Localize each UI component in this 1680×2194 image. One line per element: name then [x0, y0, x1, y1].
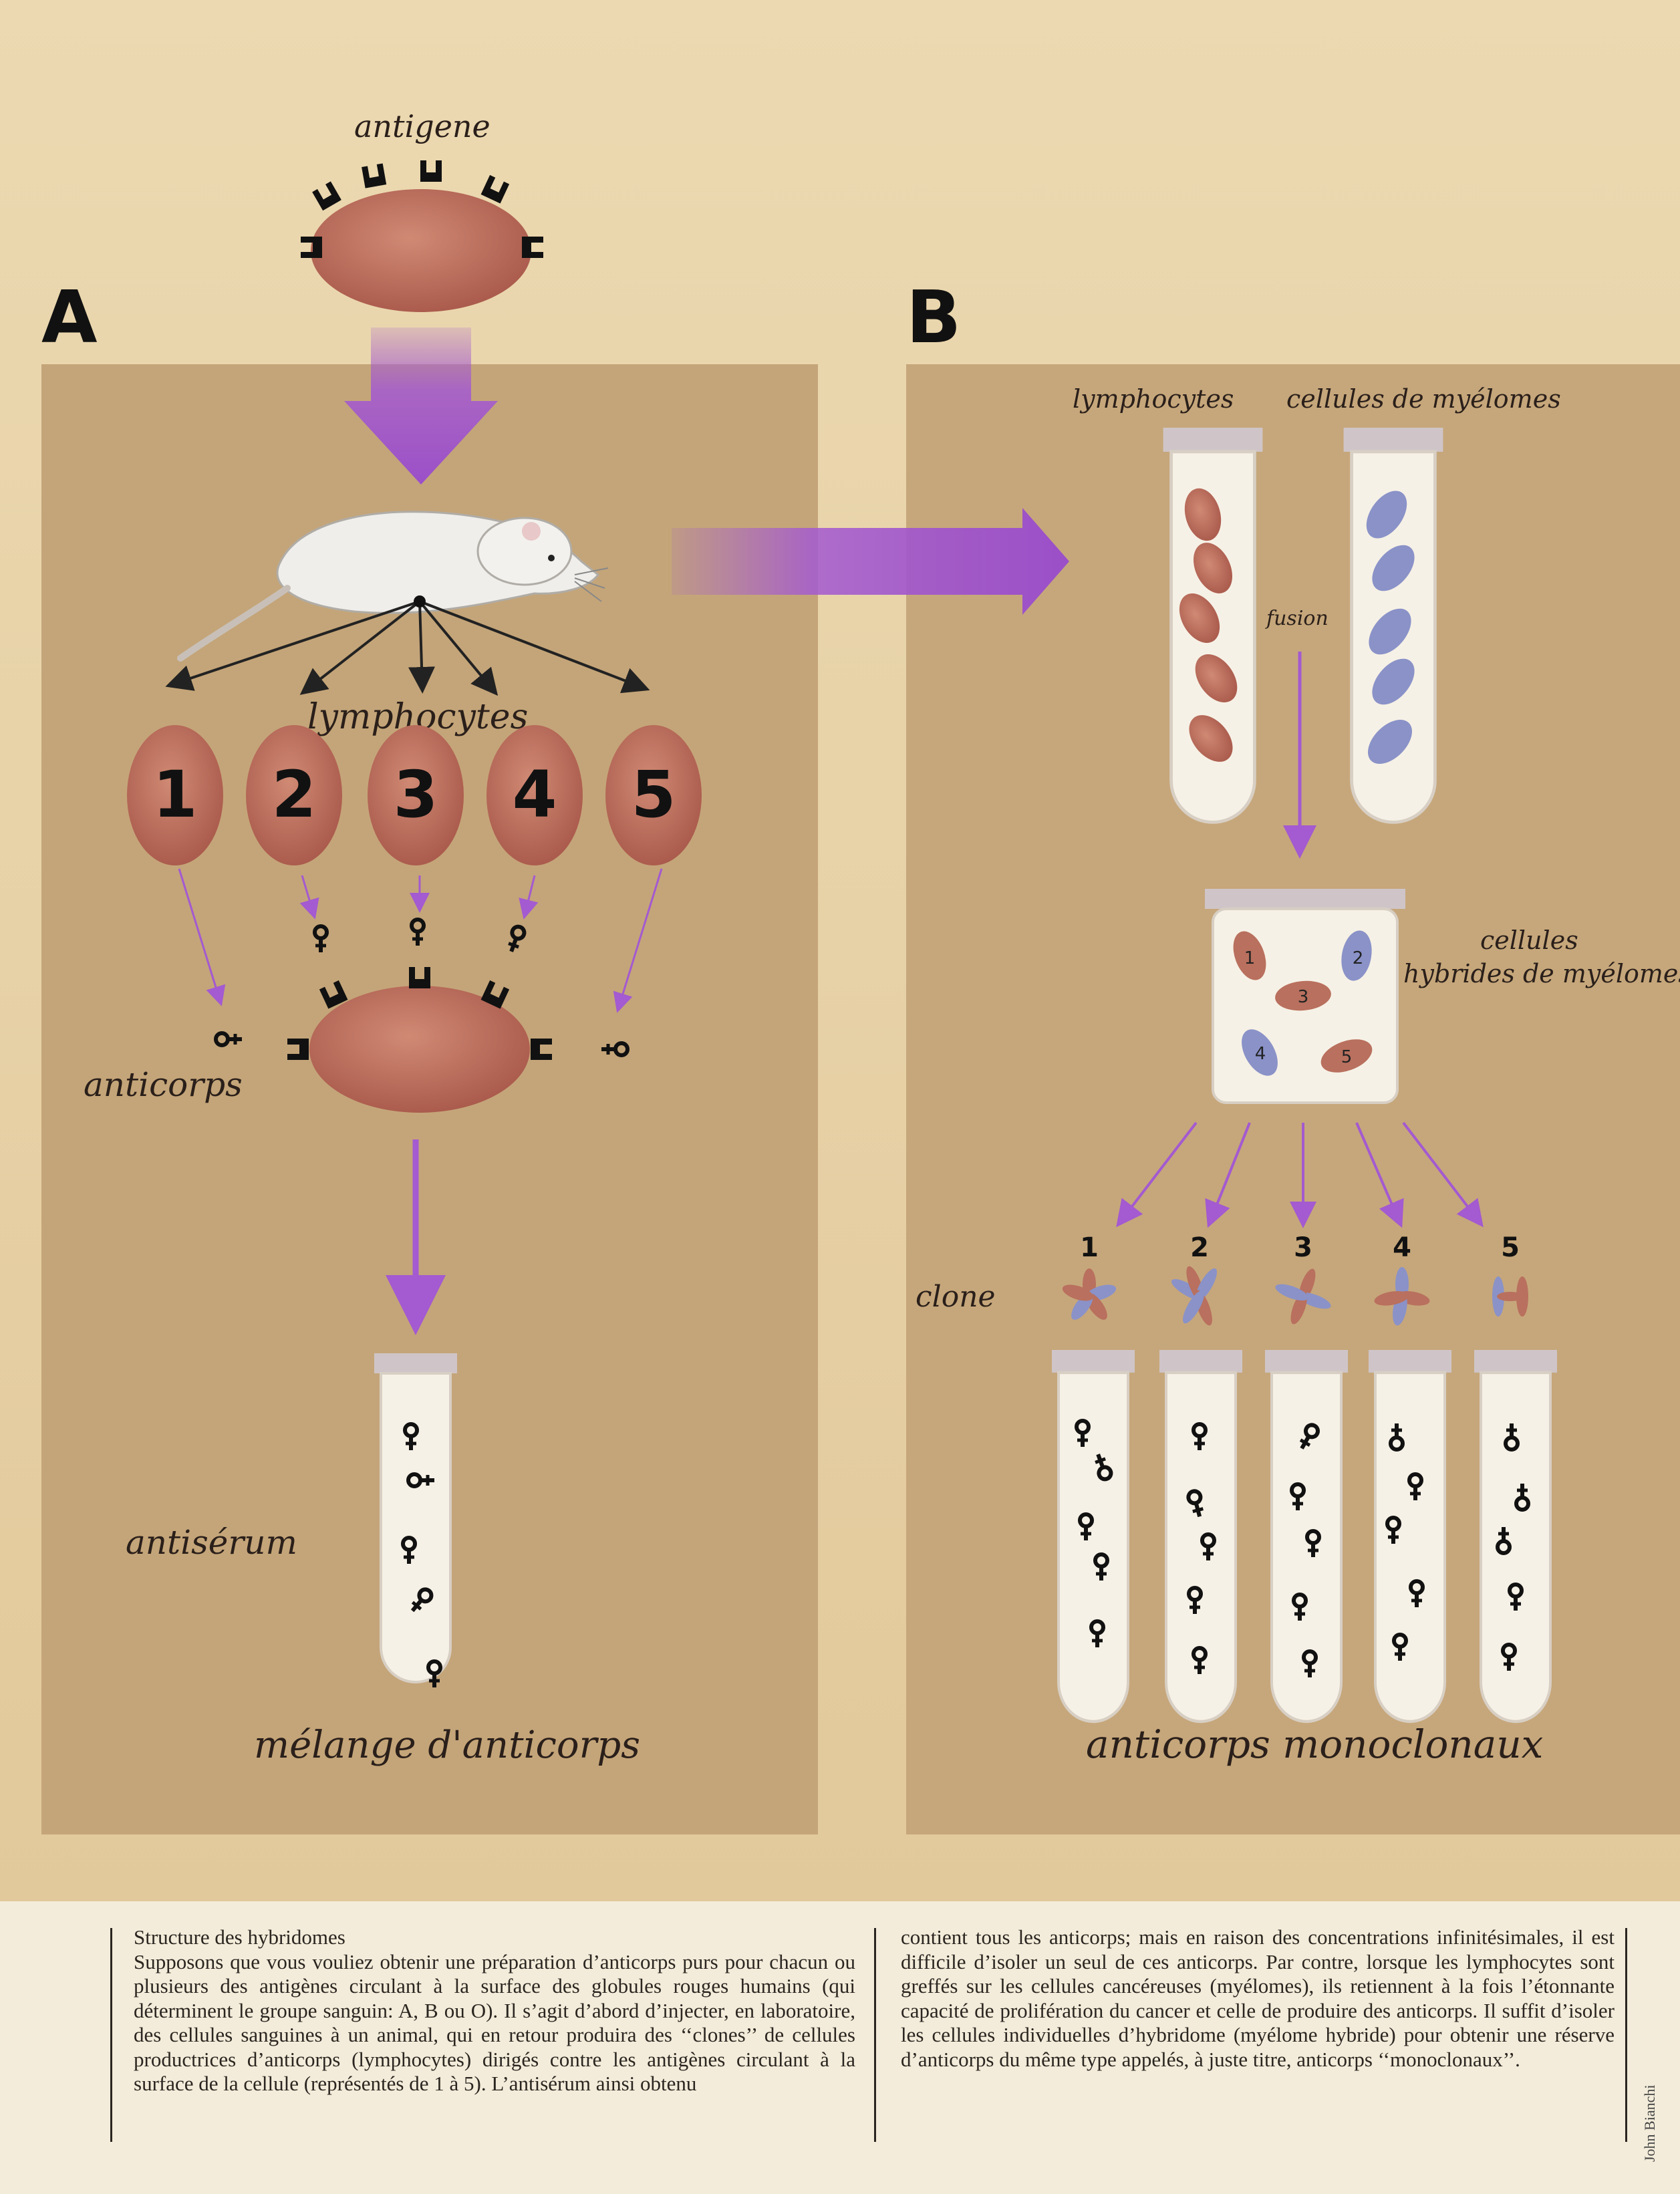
hybrid-cell-number: 4 — [1255, 1044, 1266, 1064]
clone-cluster — [1062, 1268, 1117, 1320]
hybrid-container: 1 2 3 4 5 — [1205, 889, 1405, 1104]
caption-title: Structure des hybridomes — [134, 1925, 345, 1949]
lymphocyte-cells: 1 2 3 4 5 — [127, 725, 702, 865]
caption-text-2: contient tous les anticorps; mais en rai… — [901, 1925, 1615, 2071]
clone-number: 1 — [1080, 1232, 1099, 1263]
caption-text-1: Supposons que vous vouliez obtenir une p… — [134, 1949, 855, 2096]
antiserum-label: antisérum — [126, 1523, 297, 1562]
monoclonal-label: anticorps monoclonaux — [1086, 1722, 1543, 1767]
caption-column-1: Structure des hybridomes Supposons que v… — [134, 1925, 855, 2096]
clone-clusters — [1062, 1266, 1528, 1326]
lymphocyte-number: 4 — [513, 757, 557, 832]
caption-column-2: contient tous les anticorps; mais en rai… — [901, 1925, 1615, 2072]
clone-cluster — [1275, 1268, 1331, 1325]
antigen-cell — [301, 160, 543, 312]
hybrid-cell-number: 1 — [1244, 948, 1256, 968]
panel-b-letter: B — [906, 276, 961, 360]
clone-number: 3 — [1294, 1232, 1312, 1263]
lymphocyte-cell — [605, 725, 702, 865]
lymphocyte-tube — [1163, 428, 1263, 822]
antigen-cell-bound — [287, 967, 552, 1113]
myeloma-label: cellules de myélomes — [1286, 384, 1561, 414]
lymphocyte-number: 1 — [153, 757, 198, 832]
lymphocyte-cell — [486, 725, 583, 865]
antibody-arrows — [178, 868, 663, 1013]
hybrid-label-2: hybrides de myélomes — [1403, 959, 1680, 988]
hybrid-cell-number: 3 — [1298, 987, 1309, 1007]
injection-arrow — [344, 327, 498, 485]
monoclonal-tube — [1265, 1350, 1348, 1722]
credit-text: John Bianchi — [1641, 2084, 1658, 2163]
clone-number: 4 — [1393, 1232, 1411, 1263]
lymphocyte-fan-arrows — [165, 600, 650, 696]
clone-cluster — [1492, 1276, 1528, 1317]
clone-cluster — [1374, 1267, 1430, 1326]
monoclonal-tube — [1159, 1350, 1242, 1722]
fusion-label: fusion — [1265, 607, 1328, 630]
mixture-label: mélange d'anticorps — [254, 1724, 640, 1767]
clone-number: 5 — [1501, 1232, 1520, 1263]
monoclonal-tube — [1052, 1350, 1135, 1722]
hybridoma-illustration: A B antigene lymphocytes 1 — [0, 0, 1680, 1901]
clone-arrows — [1116, 1121, 1484, 1228]
caption-area: Structure des hybridomes Supposons que v… — [0, 1901, 1680, 2194]
lymphocytes-label-b: lymphocytes — [1073, 384, 1234, 414]
monoclonal-tubes — [1052, 1350, 1557, 1722]
panel-a-letter: A — [41, 276, 98, 360]
antigen-label: antigene — [354, 108, 491, 144]
clone-cluster — [1171, 1266, 1218, 1326]
clone-number: 2 — [1190, 1232, 1209, 1263]
antiserum-tube — [373, 1352, 458, 1687]
clone-label: clone — [916, 1280, 996, 1314]
lymphocyte-cell — [368, 725, 464, 865]
myeloma-tube — [1344, 428, 1443, 822]
hybrid-label-1: cellules — [1480, 926, 1578, 955]
lymphocyte-number: 3 — [394, 757, 438, 832]
caption-rule-middle — [874, 1928, 876, 2142]
lymphocyte-cell — [127, 725, 223, 865]
monoclonal-tube — [1369, 1350, 1451, 1722]
lymphocyte-number: 5 — [632, 757, 676, 832]
hybrid-cell-number: 5 — [1341, 1047, 1353, 1067]
antibodies-label: anticorps — [84, 1065, 243, 1104]
photo-credit: John Bianchi — [1635, 2045, 1661, 2165]
lymphocyte-cell — [246, 725, 342, 865]
monoclonal-tube — [1474, 1350, 1557, 1722]
rat-illustration — [177, 511, 609, 662]
caption-rule-right — [1625, 1928, 1627, 2142]
caption-rule-left — [110, 1928, 112, 2142]
lymphocyte-number: 2 — [272, 757, 317, 832]
hybrid-cell-number: 2 — [1353, 948, 1364, 968]
transfer-arrow — [672, 508, 1069, 615]
